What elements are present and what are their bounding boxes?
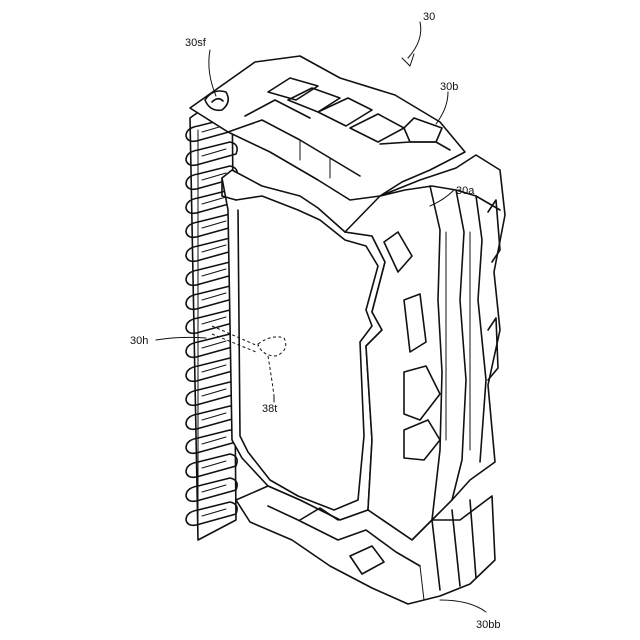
spine-rib-groove [202, 197, 226, 204]
label-front-body: 30a [456, 185, 475, 197]
spine-rib-groove [202, 245, 226, 252]
spine-rib-groove [202, 149, 226, 156]
spine-rib-groove [202, 317, 226, 324]
spine-rib-groove [202, 293, 226, 300]
spine-rib-groove [202, 221, 226, 228]
leader-30 [408, 22, 421, 58]
label-hole: 30h [130, 335, 148, 347]
leader-30bb [440, 600, 486, 612]
spine-rib-groove [202, 365, 226, 372]
leader-30sf [209, 50, 216, 96]
spine-rib-groove [202, 341, 226, 348]
label-bottom-body: 30bb [476, 619, 500, 631]
label-lead-end: 38t [262, 403, 277, 415]
spine-rib-groove [202, 509, 226, 516]
label-fastener: 30sf [185, 37, 207, 49]
label-assembly: 30 [423, 11, 435, 23]
leader-30-arrowhead [402, 54, 414, 66]
spine-rib-groove [202, 437, 226, 444]
spine-rib-groove [202, 461, 226, 468]
front-body [345, 155, 505, 540]
spine-rib-groove [202, 269, 226, 276]
spine-rib-groove [202, 413, 226, 420]
leader-30b [436, 92, 448, 124]
spine-rib-groove [202, 485, 226, 492]
label-top-body: 30b [440, 81, 458, 93]
spine-rib-groove [202, 389, 226, 396]
